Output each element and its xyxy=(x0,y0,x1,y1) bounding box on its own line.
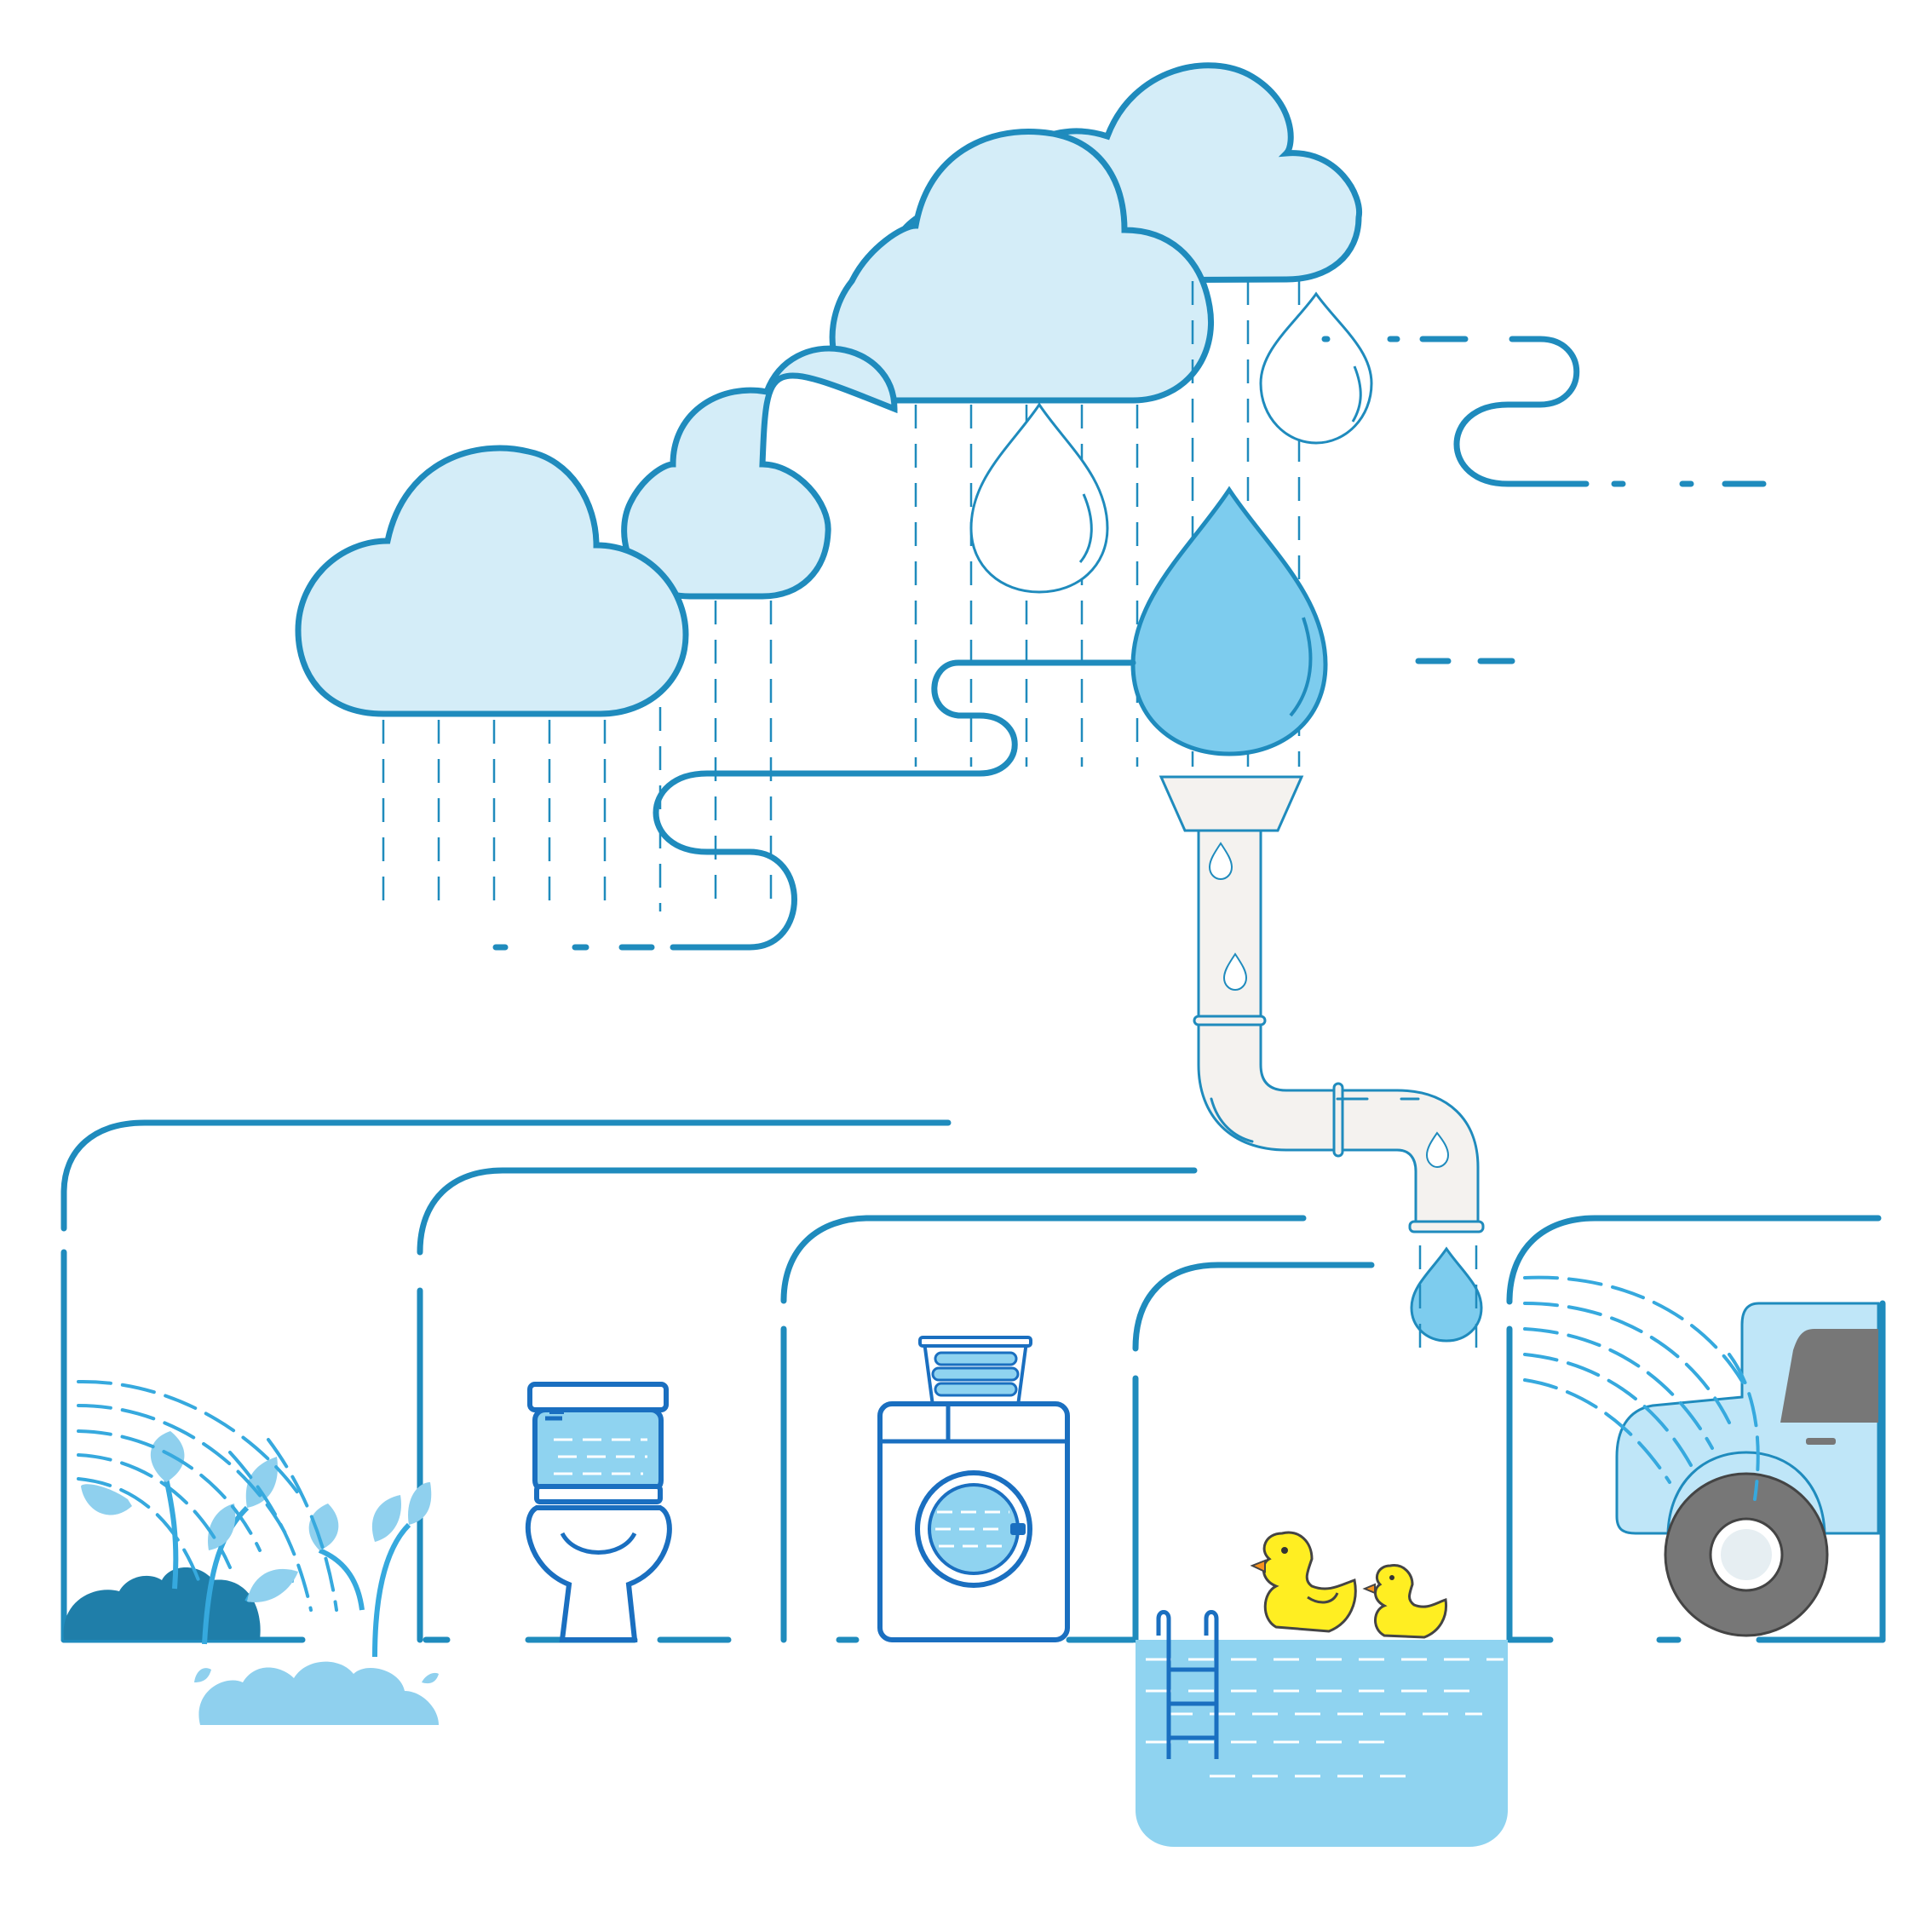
truck-icon xyxy=(1615,1302,1880,1637)
cloud-icon xyxy=(295,445,689,717)
pool-ladder-icon xyxy=(1156,1610,1219,1759)
wind-lines xyxy=(492,336,1767,951)
raindrop-icon xyxy=(969,402,1109,594)
collection-funnel-icon xyxy=(1159,775,1304,832)
rubber-duck-icon xyxy=(1362,1564,1448,1639)
toilet-icon xyxy=(525,1382,672,1642)
raindrop-icon xyxy=(1130,486,1328,756)
washing-machine-icon xyxy=(877,1401,1070,1642)
garden-plant-icon xyxy=(63,1431,439,1725)
cloud-icon xyxy=(829,128,1214,404)
cloud-icon xyxy=(621,345,898,600)
raindrop-icon xyxy=(1410,1245,1483,1363)
sprinkler-spray-icon xyxy=(1523,1275,1760,1501)
sprinkler-spray-icon xyxy=(77,1379,338,1612)
swimming-pool-icon xyxy=(1136,1640,1508,1847)
laundry-basket-icon xyxy=(918,1336,1032,1407)
downpipe-icon xyxy=(1193,829,1485,1233)
raindrop-icon xyxy=(1259,291,1373,445)
rubber-duck-icon xyxy=(1250,1531,1357,1633)
